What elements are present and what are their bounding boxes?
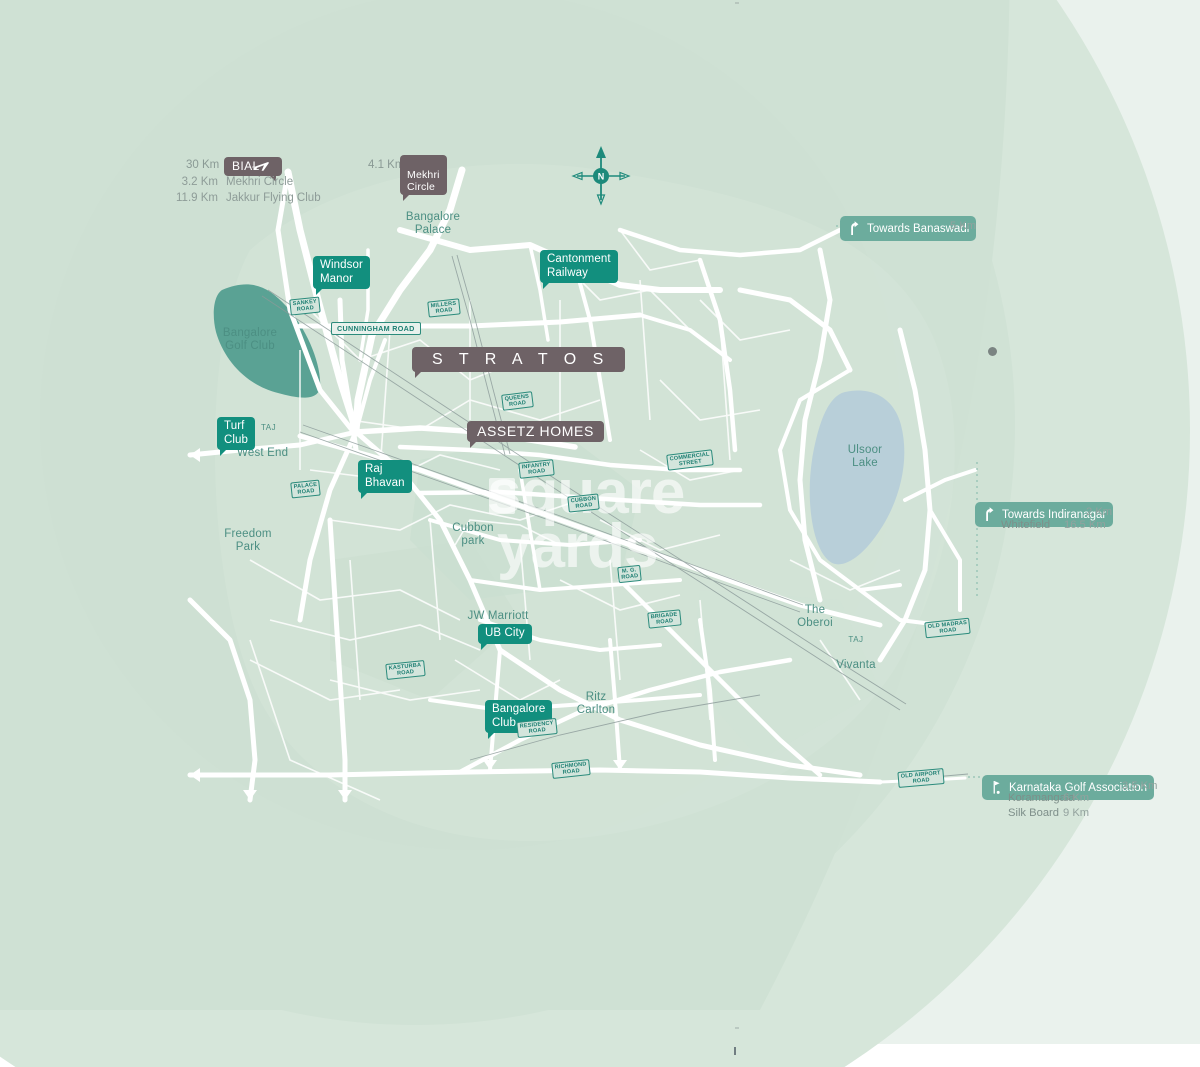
road-direction-icon <box>851 221 859 235</box>
place-cubbon-park: Cubbon park <box>452 522 494 547</box>
marker-assetz-homes[interactable]: ASSETZ HOMES <box>467 421 604 448</box>
bangalore-golf-club-area <box>213 284 321 398</box>
place-jw-marriott: JW Marriott <box>467 610 529 622</box>
distance-place: Jakkur Flying Club <box>226 192 321 204</box>
callout-sub-silk-board: Silk Board <box>1008 807 1059 819</box>
taj-vivanta-label: Vivanta <box>836 659 876 671</box>
place-taj-vivanta: TAJ Vivanta <box>826 620 886 672</box>
callout-towards-banaswadi[interactable]: Towards Banaswadi <box>840 216 977 241</box>
callout-label: Towards Indiranagar <box>1002 508 1107 521</box>
callout-distance-banaswadi: 5 Km <box>950 220 977 232</box>
callout-sub-whitefield: Whitefield <box>1001 519 1051 531</box>
artifact-speck-top <box>735 2 739 4</box>
compass-rose-graphic: N <box>571 146 631 206</box>
artifact-speck-bottom-2 <box>735 1027 739 1029</box>
marker-windsor-manor[interactable]: Windsor Manor <box>313 256 370 295</box>
top-left-distance-list: 3.2 Km Mekhri Circle 11.9 Km Jakkur Flying… <box>160 174 321 206</box>
callout-distance-kga: 3.5 Km <box>1122 780 1158 792</box>
place-bangalore-golf-club: Bangalore Golf Club <box>222 327 278 352</box>
mekhri-circle-label: Mekhri Circle <box>407 169 440 193</box>
marker-raj-bhavan[interactable]: Raj Bhavan <box>358 460 412 499</box>
place-freedom-park: Freedom Park <box>224 528 272 553</box>
ulsoor-lake-water <box>809 390 905 565</box>
callout-distance-indiranagar: 2 Km <box>1086 506 1113 518</box>
place-the-oberoi: The Oberoi <box>797 604 833 629</box>
place-taj-west-end: TAJ West End <box>237 408 317 460</box>
callout-sub-koramangala: Koramangala <box>1008 792 1075 804</box>
callout-towards-indiranagar[interactable]: Towards Indiranagar <box>975 502 1114 527</box>
marker-cantonment-railway[interactable]: Cantonment Railway <box>540 250 618 289</box>
airplane-icon <box>252 162 269 171</box>
callout-label: Karnataka Golf Association <box>1009 781 1148 794</box>
marker-ub-city[interactable]: UB City <box>478 624 532 649</box>
bial-label: BIAL <box>232 159 260 173</box>
road-badge-mg-road: M. G. ROAD <box>617 564 642 584</box>
marker-turf-club[interactable]: Turf Club <box>217 417 256 456</box>
mekhri-circle-marker[interactable]: Mekhri Circle <box>400 155 447 201</box>
place-bangalore-palace: Bangalore Palace <box>405 211 461 236</box>
taj-west-end-label: West End <box>237 447 289 459</box>
watermark-logo-mark <box>489 478 515 514</box>
mekhri-distance: 4.1 Km <box>368 159 405 171</box>
distance-row: 3.2 Km Mekhri Circle <box>160 174 321 190</box>
distance-row: 11.9 Km Jakkur Flying Club <box>160 190 321 206</box>
golf-flag-icon <box>993 781 1000 794</box>
callout-karnataka-golf-association[interactable]: Karnataka Golf Association <box>982 775 1155 800</box>
taj-prefix: TAJ <box>261 423 277 432</box>
distance-value: 3.2 Km <box>181 176 218 188</box>
svg-text:N: N <box>598 172 605 182</box>
place-ulsoor-lake: Ulsoor Lake <box>847 444 883 469</box>
callout-label: Towards Banaswadi <box>867 222 970 235</box>
callout-sub-distance-silk-board: 9 Km <box>1063 807 1090 819</box>
distance-value: 11.9 Km <box>176 192 218 204</box>
road-direction-icon <box>986 507 994 521</box>
distance-place: Mekhri Circle <box>226 176 294 188</box>
taj-prefix: TAJ <box>848 635 864 644</box>
road-badge-cunningham-road: CUNNINGHAM ROAD <box>331 322 421 335</box>
watermark-line-2: yards <box>497 512 658 581</box>
watermark: square yards <box>487 462 737 581</box>
marker-stratos[interactable]: S T R A T O S <box>412 347 626 378</box>
map-pin-dot <box>988 347 997 356</box>
callout-sub-distance-koramangala: 6 Km <box>1063 792 1090 804</box>
place-ritz-carlton: Ritz Carlton <box>576 691 616 716</box>
callout-sub-distance-whitefield: 16.5 Km <box>1064 519 1106 531</box>
bial-distance: 30 Km <box>186 159 220 171</box>
artifact-speck-bottom <box>734 1047 736 1055</box>
